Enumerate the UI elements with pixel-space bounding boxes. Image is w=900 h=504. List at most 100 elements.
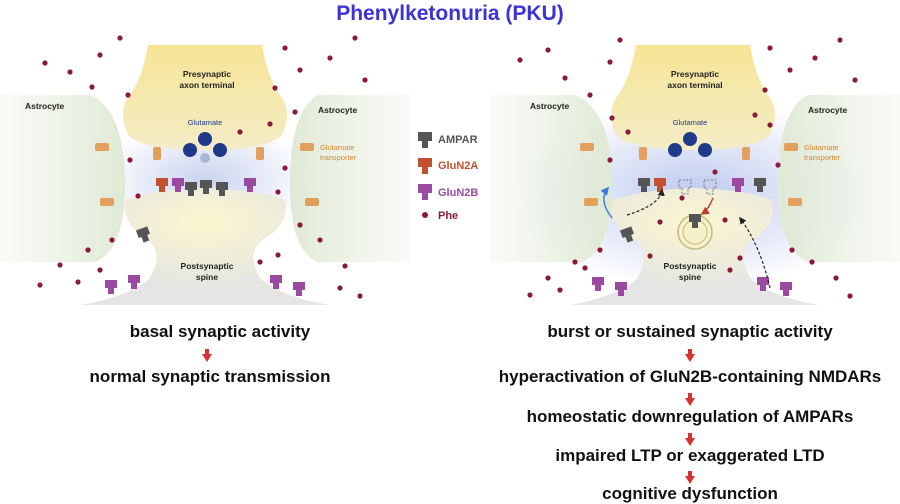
right-flow-step-4: impaired LTP or exaggerated LTD	[555, 446, 825, 465]
glutamate-label: Glutamate	[673, 118, 708, 127]
phe-molecules	[517, 37, 858, 299]
transporter-icon	[639, 147, 647, 160]
postsynaptic-label-line2: spine	[196, 272, 218, 282]
glutamate-transporters	[95, 143, 319, 206]
postsynaptic-receptors	[105, 178, 305, 296]
left-flow-step-1: basal synaptic activity	[129, 322, 311, 341]
transporter-label-line1: Glutamate	[320, 143, 355, 152]
legend-ampar-label: AMPAR	[438, 134, 478, 146]
presynaptic-label-line2: axon terminal	[179, 80, 234, 90]
glutamate-dot	[698, 143, 712, 157]
right-flow-step-3: homeostatic downregulation of AMPARs	[526, 407, 854, 426]
glun2b-receptor-icon	[732, 178, 744, 192]
transporter-icon	[584, 198, 598, 206]
transporter-label-line2: transporter	[804, 153, 841, 162]
internalized-receptor-outline	[678, 179, 692, 195]
astrocyte-right-label: Astrocyte	[318, 105, 357, 115]
synapse-diagram: Presynaptic axon terminal Glutamate Astr…	[0, 35, 900, 305]
internalized-receptor-outline	[703, 179, 717, 195]
astrocyte-left-label: Astrocyte	[530, 101, 569, 111]
down-arrow-icon	[202, 349, 212, 362]
presynaptic-label-line1: Presynaptic	[671, 69, 719, 79]
glun2b-receptor-icon	[592, 277, 604, 291]
transporter-icon	[742, 147, 750, 160]
presynaptic-terminal-shape	[123, 45, 287, 150]
ampar-receptor-icon	[200, 180, 212, 194]
glutamate-label: Glutamate	[188, 118, 223, 127]
glun2b-receptor-icon	[293, 282, 305, 296]
transporter-icon	[300, 143, 314, 151]
presynaptic-terminal-shape	[611, 45, 775, 150]
astrocyte-left-label: Astrocyte	[25, 101, 64, 111]
ampar-receptor-icon	[754, 178, 766, 192]
astrocyte-right-shape	[290, 95, 410, 262]
ampar-receptor-icon	[418, 132, 432, 148]
glutamate-dot	[198, 132, 212, 146]
right-flow-step-1: burst or sustained synaptic activity	[547, 322, 833, 341]
ampar-receptor-icon	[619, 226, 634, 243]
right-synapse-panel: Presynaptic axon terminal Glutamate Astr…	[490, 37, 900, 305]
recycling-arrow	[600, 186, 613, 219]
glun2b-receptor-icon	[128, 275, 140, 289]
ampar-receptor-icon	[185, 182, 197, 196]
ampar-receptor-icon	[135, 226, 150, 243]
legend-phe-label: Phe	[438, 210, 458, 222]
transporter-label-line1: Glutamate	[804, 143, 839, 152]
postsynaptic-label-line1: Postsynaptic	[181, 261, 234, 271]
glun2b-receptor-icon	[105, 280, 117, 294]
postsynaptic-label-line2: spine	[679, 272, 701, 282]
glun2b-receptor-icon	[172, 178, 184, 192]
transporter-icon	[580, 143, 594, 151]
glutamate-dot	[213, 143, 227, 157]
internalization-arrow	[700, 197, 714, 215]
phe-molecules	[37, 35, 368, 299]
astrocyte-left-shape	[0, 95, 125, 262]
glutamate-dot	[683, 132, 697, 146]
left-flow-step-2: normal synaptic transmission	[89, 367, 331, 386]
down-arrow-icon	[685, 433, 695, 446]
legend-glun2b-label: GluN2B	[438, 187, 478, 199]
glun2b-receptor-icon	[270, 275, 282, 289]
glun2b-receptor-icon	[780, 282, 792, 296]
glutamate-dot	[200, 153, 210, 163]
glun2a-receptor-icon	[156, 178, 168, 192]
transporter-icon	[95, 143, 109, 151]
glutamate-molecules	[668, 132, 712, 157]
presynaptic-label-line1: Presynaptic	[183, 69, 231, 79]
glun2b-receptor-icon	[244, 178, 256, 192]
astrocyte-left-shape	[490, 95, 612, 262]
astrocyte-right-label: Astrocyte	[808, 105, 847, 115]
ampar-receptor-icon	[216, 182, 228, 196]
legend: AMPAR GluN2A GluN2B Phe	[418, 132, 478, 222]
presynaptic-label-line2: axon terminal	[667, 80, 722, 90]
diagram-title: Phenylketonuria (PKU)	[336, 2, 564, 25]
glun2a-receptor-icon	[654, 178, 666, 192]
transporter-label-line2: transporter	[320, 153, 357, 162]
transporter-icon	[788, 198, 802, 206]
astrocyte-right-shape	[778, 95, 900, 262]
glutamate-molecules	[183, 132, 227, 163]
trafficking-arrow	[626, 188, 665, 216]
phe-dot-icon	[422, 212, 428, 218]
glutamate-dot	[183, 143, 197, 157]
glutamate-transporters	[580, 143, 802, 206]
right-flow-step-5: cognitive dysfunction	[602, 484, 778, 503]
down-arrow-icon	[685, 393, 695, 406]
transporter-icon	[256, 147, 264, 160]
transporter-icon	[784, 143, 798, 151]
glun2b-receptor-icon	[615, 282, 627, 296]
left-synapse-panel: Presynaptic axon terminal Glutamate Astr…	[0, 35, 410, 305]
postsynaptic-receptors	[592, 178, 792, 296]
lateral-diffusion-arrow	[739, 216, 771, 289]
endosome	[677, 214, 713, 250]
postsynaptic-label-line1: Postsynaptic	[664, 261, 717, 271]
transporter-icon	[305, 198, 319, 206]
legend-glun2a-label: GluN2A	[438, 160, 478, 172]
ampar-receptor-icon	[638, 178, 650, 192]
down-arrow-icon	[685, 471, 695, 484]
right-flow-step-2: hyperactivation of GluN2B-containing NMD…	[498, 367, 882, 386]
down-arrow-icon	[685, 349, 695, 362]
postsynaptic-spine-shape	[80, 188, 330, 305]
ampar-receptor-icon	[689, 214, 701, 228]
glun2b-receptor-icon	[418, 184, 432, 200]
